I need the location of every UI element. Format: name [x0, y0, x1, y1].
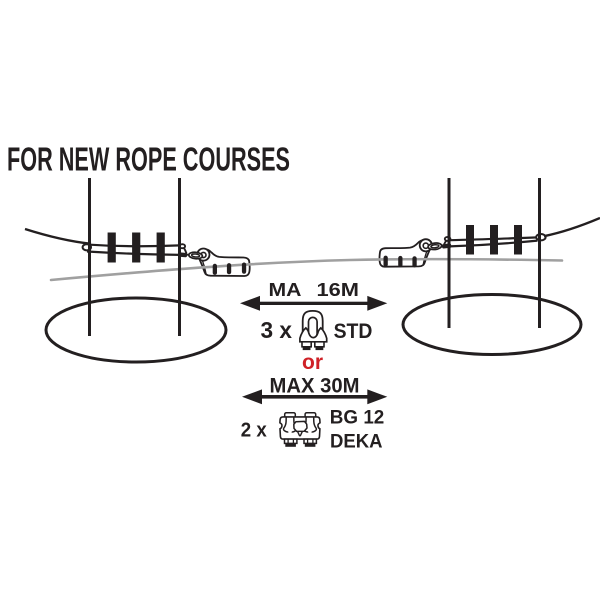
- svg-text:2 x: 2 x: [241, 418, 268, 441]
- svg-text:or: or: [302, 351, 323, 374]
- svg-text:BG 12: BG 12: [330, 407, 385, 429]
- svg-text:MAX 30M: MAX 30M: [270, 373, 360, 397]
- svg-text:STD: STD: [334, 319, 373, 343]
- svg-text:DEKA: DEKA: [330, 430, 383, 452]
- svg-text:3 x: 3 x: [261, 317, 293, 343]
- svg-text:FOR NEW ROPE COURSES: FOR NEW ROPE COURSES: [7, 141, 290, 178]
- svg-text:MA: MA: [269, 279, 302, 300]
- svg-text:16M: 16M: [317, 279, 360, 300]
